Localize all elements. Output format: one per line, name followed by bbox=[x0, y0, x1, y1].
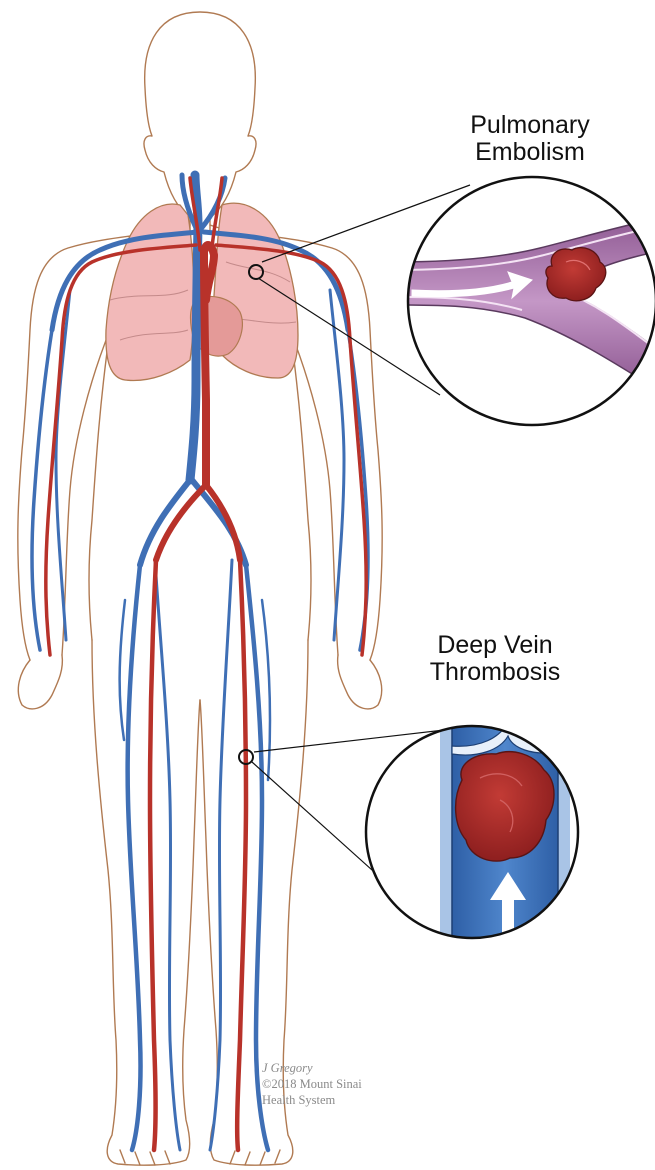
credit-copyright: ©2018 Mount Sinai bbox=[262, 1076, 362, 1092]
leg-vein-right-b bbox=[210, 560, 232, 1150]
artist-credit: J Gregory ©2018 Mount Sinai Health Syste… bbox=[262, 1060, 362, 1108]
left-toes bbox=[120, 1150, 170, 1165]
leg-vein-left-b bbox=[155, 560, 180, 1150]
inner-arm-right bbox=[290, 330, 338, 655]
aorta bbox=[204, 245, 214, 485]
leg-artery-right bbox=[237, 560, 246, 1150]
credit-artist: J Gregory bbox=[262, 1060, 362, 1076]
pe-label-line2: Embolism bbox=[430, 139, 630, 166]
waist-right bbox=[290, 330, 311, 640]
dvt-label-line1: Deep Vein bbox=[395, 632, 595, 659]
leg-artery-left bbox=[150, 560, 156, 1150]
inner-arm-left bbox=[62, 330, 110, 655]
pe-label-line1: Pulmonary bbox=[430, 112, 630, 139]
left-hand-outline bbox=[18, 655, 62, 709]
body-outline bbox=[18, 12, 382, 1165]
dvt-label-line2: Thrombosis bbox=[395, 659, 595, 686]
waist-left bbox=[89, 330, 110, 640]
pulmonary-embolism-label: Pulmonary Embolism bbox=[430, 112, 630, 166]
leg-vein-left-a bbox=[128, 565, 141, 1150]
arteries bbox=[46, 178, 366, 1150]
veins bbox=[32, 175, 368, 1150]
pe-magnifier bbox=[395, 177, 655, 425]
arm-vein-right-b bbox=[330, 290, 344, 640]
credit-org: Health System bbox=[262, 1092, 362, 1108]
left-leg-outline bbox=[92, 640, 200, 1165]
iliac-vein-left bbox=[140, 480, 190, 565]
right-hand-outline bbox=[338, 655, 382, 709]
leg-vein-left-c bbox=[120, 600, 125, 740]
deep-vein-thrombosis-label: Deep Vein Thrombosis bbox=[395, 632, 595, 686]
right-toes bbox=[230, 1150, 280, 1165]
dvt-magnifier bbox=[366, 720, 578, 960]
